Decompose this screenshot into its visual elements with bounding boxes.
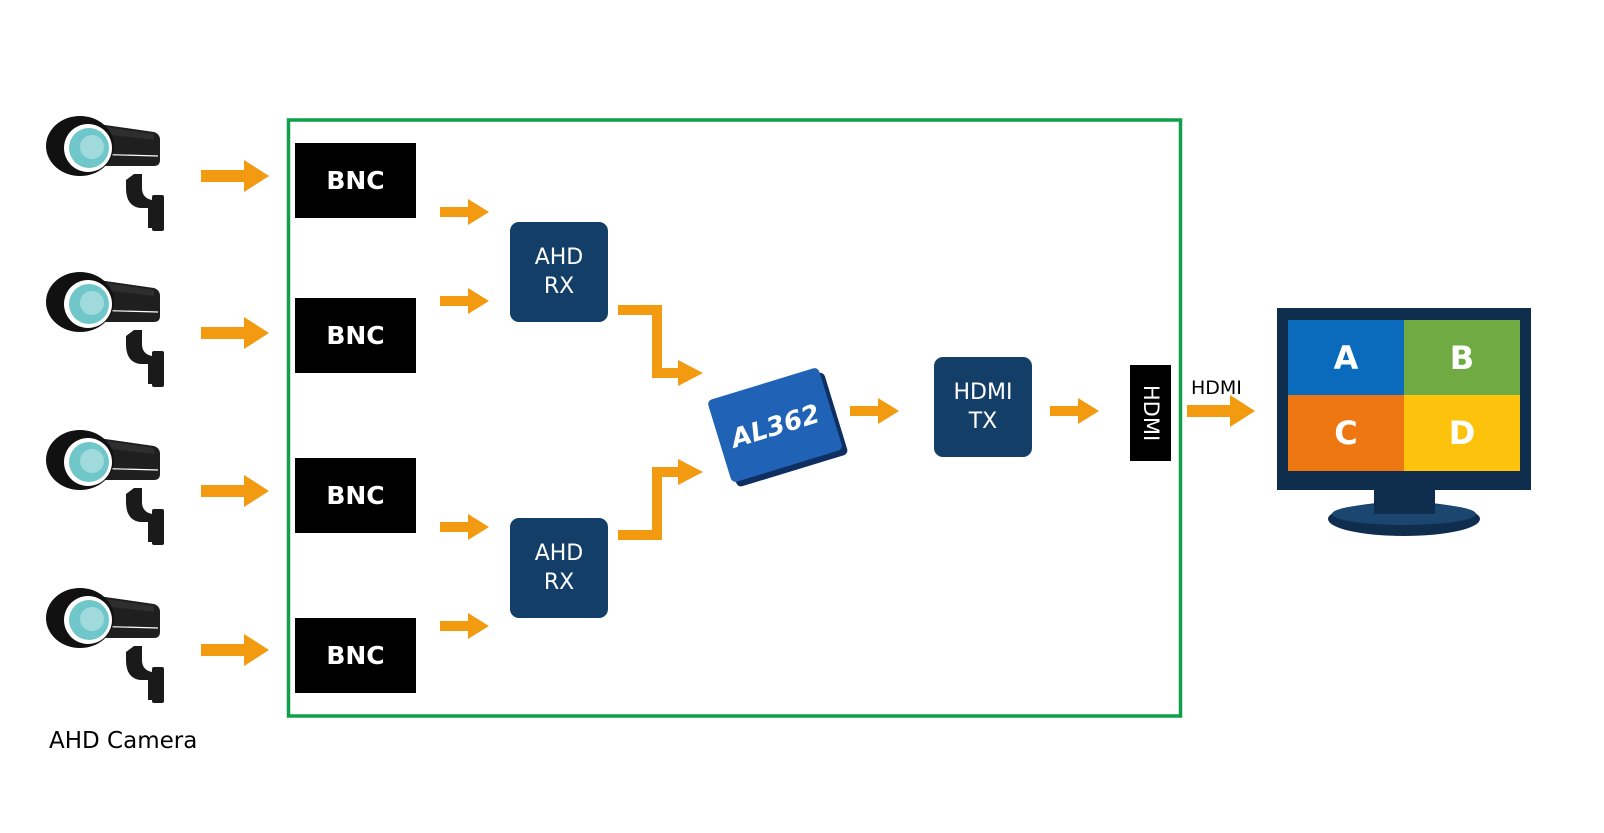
hdmi-tx-block: HDMI TX [934, 357, 1032, 457]
camera-icon [45, 271, 165, 388]
ahd-rx-block: AHD RX [510, 518, 608, 618]
hdmi-tx-line1: HDMI [953, 380, 1013, 405]
bnc-connector: BNC [295, 143, 416, 218]
camera-icon [45, 429, 165, 546]
ahd-rx-line2: RX [543, 570, 575, 595]
bnc-to-rx-arrow [440, 514, 489, 540]
bnc-connector: BNC [295, 618, 416, 693]
camera-to-bnc-arrow [201, 317, 269, 349]
hdmi-port: HDMI [1130, 365, 1171, 461]
quadrant-d [1404, 395, 1520, 471]
rx-to-chip-arrow [618, 459, 703, 540]
chip-to-tx-arrow [850, 398, 899, 424]
quadrant-a-label: A [1333, 338, 1359, 377]
quadrant-c-label: C [1334, 414, 1358, 452]
bnc-connector: BNC [295, 458, 416, 533]
port-to-monitor-arrow [1187, 395, 1255, 427]
hdmi-port-label: HDMI [1138, 384, 1163, 442]
tx-to-port-arrow [1050, 398, 1099, 424]
quadrant-b-label: B [1449, 338, 1475, 377]
bnc-to-rx-arrow [440, 199, 489, 225]
camera-to-bnc-arrow [201, 160, 269, 192]
camera-to-bnc-arrow [201, 475, 269, 507]
board-outline [286, 118, 1183, 718]
hdmi-link-label: HDMI [1191, 377, 1242, 399]
camera-icon [45, 587, 165, 704]
quadrant-a [1288, 320, 1404, 395]
rx-to-chip-arrow [618, 305, 703, 386]
ahd-rx-line1: AHD [534, 541, 584, 566]
bnc-to-rx-arrow [440, 288, 489, 314]
quadrant-b [1404, 320, 1520, 395]
ahd-rx-line2: RX [543, 274, 575, 299]
hdmi-tx-line2: TX [968, 409, 998, 434]
bnc-to-rx-arrow [440, 613, 489, 639]
ahd-rx-line1: AHD [534, 245, 584, 270]
quadrant-d-label: D [1448, 414, 1476, 452]
quadrant-c [1288, 395, 1404, 471]
camera-icon [45, 115, 165, 232]
ahd-rx-block: AHD RX [510, 222, 608, 322]
al362-chip: AL362 [708, 368, 848, 487]
bnc-connector: BNC [295, 298, 416, 373]
camera-label: AHD Camera [49, 728, 198, 754]
camera-to-bnc-arrow [201, 634, 269, 666]
